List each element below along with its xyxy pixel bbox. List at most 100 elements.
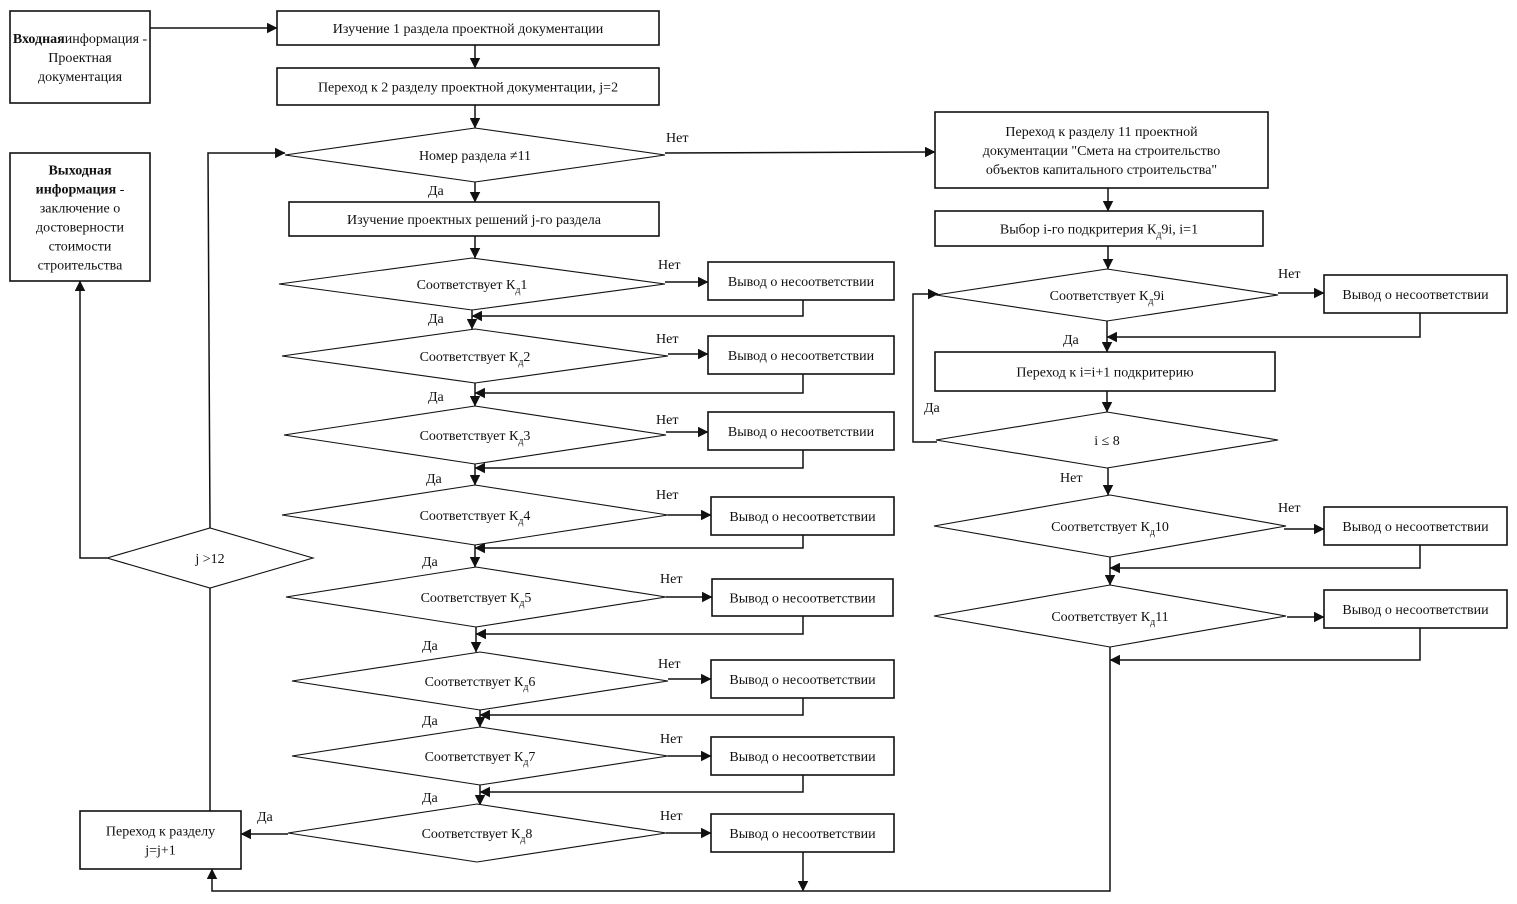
node-kd6: Соответствует Кд6: [291, 651, 669, 711]
node-kd1: Соответствует Кд1: [278, 257, 666, 311]
node-text-line: Соответствует Кд9i: [1050, 289, 1165, 307]
node-text-line: Соответствует Кд10: [1051, 520, 1169, 538]
text-segment: Соответствует К: [420, 509, 519, 524]
node-out-kd2: Вывод о несоответствии: [707, 335, 895, 375]
text-segment: д: [523, 682, 528, 693]
node-out-kd9i: Вывод о несоответствии: [1323, 274, 1508, 314]
text-segment: 10: [1155, 520, 1169, 535]
edge-kd4-return: [474, 535, 804, 554]
process-box: [710, 496, 895, 536]
node-out-kd11: Вывод о несоответствии: [1323, 589, 1508, 629]
text-segment: Соответствует К: [420, 429, 519, 444]
text-segment: информация: [65, 32, 140, 47]
text-segment: Соответствует К: [1051, 610, 1150, 625]
decision-diamond: [105, 527, 315, 589]
node-text-line: Соответствует Кд6: [425, 675, 536, 693]
nodes-layer: Входнаяинформация -Проектнаядокументация…: [9, 10, 1508, 870]
node-text-line: строительства: [38, 259, 123, 274]
decision-diamond: [933, 494, 1287, 558]
text-segment: 7: [528, 750, 535, 765]
edge-kd5-return: [475, 616, 804, 640]
text-segment: 9i, i=1: [1161, 223, 1198, 238]
node-text-line: Входнаяинформация -: [13, 32, 148, 47]
text-segment: 4: [523, 509, 530, 524]
decision-diamond: [291, 726, 669, 786]
node-text-line: Вывод о несоответствии: [729, 592, 876, 607]
node-text-line: Вывод о несоответствии: [729, 673, 876, 688]
edge-bottom-to-next-section: [206, 868, 803, 892]
decision-diamond: [284, 127, 666, 183]
process-box: [276, 67, 660, 106]
decision-diamond: [935, 411, 1279, 469]
decision-diamond: [285, 566, 667, 628]
edge-right-to-bottom: [803, 647, 1111, 892]
node-text-line: Соответствует Кд4: [420, 509, 531, 527]
edge-kd1-return: [471, 300, 804, 322]
node-text-line: Вывод о несоответствии: [728, 275, 875, 290]
node-text-line: j >12: [194, 552, 224, 567]
text-segment: д: [518, 516, 523, 527]
text-segment: Переход к i=i+1 подкритерию: [1016, 366, 1193, 381]
label-kd3-yes: Да: [426, 472, 443, 487]
text-segment: д: [520, 834, 525, 845]
node-text-line: Выходная: [48, 164, 111, 179]
text-segment: Вывод о несоответствии: [729, 510, 876, 525]
text-segment: Вывод о несоответствии: [729, 827, 876, 842]
text-segment: Вывод о несоответствии: [728, 275, 875, 290]
edge-kd6-return: [479, 698, 804, 721]
node-text-line: Вывод о несоответствии: [1342, 520, 1489, 535]
text-segment: Номер раздела ≠11: [419, 149, 531, 164]
text-segment: 11: [1155, 610, 1168, 625]
node-text-line: информация -: [36, 183, 125, 198]
text-segment: д: [519, 598, 524, 609]
edge-kd3-return: [474, 450, 804, 474]
text-segment: Соответствует К: [425, 675, 524, 690]
text-segment: -: [116, 183, 125, 198]
process-box: [710, 736, 895, 776]
node-goto11: Переход к разделу 11 проектнойдокументац…: [934, 111, 1269, 189]
label-kd6-no: Нет: [658, 657, 680, 672]
label-kd1-no: Нет: [658, 258, 680, 273]
text-segment: 6: [528, 675, 535, 690]
node-text-line: Переход к разделу 11 проектной: [1005, 125, 1198, 140]
text-segment: Переход к разделу 11 проектной: [1005, 125, 1198, 140]
edge-j-to-output: [74, 280, 107, 559]
text-segment: Изучение проектных решений j-го раздела: [347, 213, 602, 228]
label-kd9i-no: Нет: [1278, 267, 1300, 282]
text-segment: Вывод о несоответствии: [729, 750, 876, 765]
text-segment: д: [518, 357, 523, 368]
edge-decision-no-to-goto11: [664, 146, 936, 158]
process-box: [710, 659, 895, 699]
text-segment: Соответствует К: [417, 278, 516, 293]
text-segment: 5: [524, 591, 531, 606]
node-j-gt-12: j >12: [105, 527, 315, 589]
node-text-line: Вывод о несоответствии: [729, 827, 876, 842]
node-text-line: Номер раздела ≠11: [419, 149, 531, 164]
text-segment: Соответствует К: [1050, 289, 1149, 304]
text-segment: Вывод о несоответствии: [1342, 603, 1489, 618]
node-text-line: Соответствует Кд8: [422, 827, 533, 845]
label-sec-yes: Да: [428, 184, 445, 199]
node-text-line: объектов капитального строительства": [986, 163, 1217, 178]
edge-j-loop-back: [207, 147, 286, 529]
process-box: [934, 210, 1264, 247]
label-kd6-yes: Да: [422, 714, 439, 729]
text-segment: д: [515, 285, 520, 296]
label-kd9i-yes: Да: [1063, 333, 1080, 348]
node-next-sub: Переход к i=i+1 подкритерию: [934, 351, 1276, 392]
process-box: [707, 411, 895, 451]
node-text-line: Выбор i-го подкритерия Кд9i, i=1: [1000, 223, 1198, 241]
label-kd10-no: Нет: [1278, 501, 1300, 516]
node-out-kd7: Вывод о несоответствии: [710, 736, 895, 776]
node-text-line: Вывод о несоответствии: [1342, 603, 1489, 618]
text-segment: i ≤ 8: [1094, 434, 1120, 449]
text-segment: документация: [38, 70, 123, 85]
text-segment: Соответствует К: [1051, 520, 1150, 535]
label-i-no: Нет: [1060, 471, 1082, 486]
node-text-line: Вывод о несоответствии: [729, 750, 876, 765]
decision-diamond: [935, 268, 1279, 322]
text-segment: Изучение 1 раздела проектной документаци…: [333, 22, 604, 37]
label-kd2-no: Нет: [656, 332, 678, 347]
